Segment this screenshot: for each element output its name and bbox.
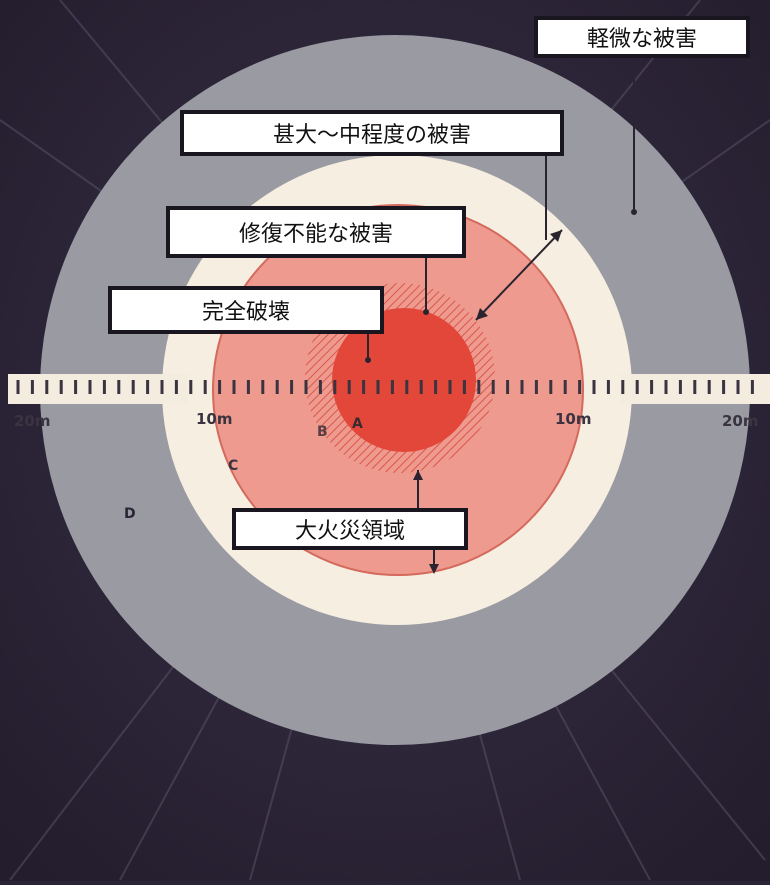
- callout-heavy-moderate-damage: 甚大～中程度の被害: [180, 110, 564, 156]
- scale-label-left-20: 20m: [14, 412, 51, 430]
- zone-letter-d: D: [124, 506, 136, 522]
- callout-minor-damage: 軽微な被害: [534, 16, 750, 58]
- callout-total-destruction: 完全破壊: [108, 286, 384, 334]
- scale-label-right-10: 10m: [555, 410, 592, 428]
- callout-major-fire-zone: 大火災領域: [232, 508, 468, 550]
- leader-heavy-arrow: [475, 229, 563, 321]
- scale-ticks: [16, 380, 754, 394]
- zone-letter-a: A: [352, 416, 363, 432]
- scale-label-right-20: 20m: [722, 412, 759, 430]
- leader-lines: [367, 58, 635, 572]
- scale-label-left-10: 10m: [196, 410, 233, 428]
- zone-letter-c: C: [228, 458, 238, 474]
- callout-beyond-repair: 修復不能な被害: [166, 206, 466, 258]
- zone-letter-b: B: [317, 424, 328, 440]
- scale-bar-left: [8, 374, 188, 404]
- leader-arrowheads: [365, 209, 637, 574]
